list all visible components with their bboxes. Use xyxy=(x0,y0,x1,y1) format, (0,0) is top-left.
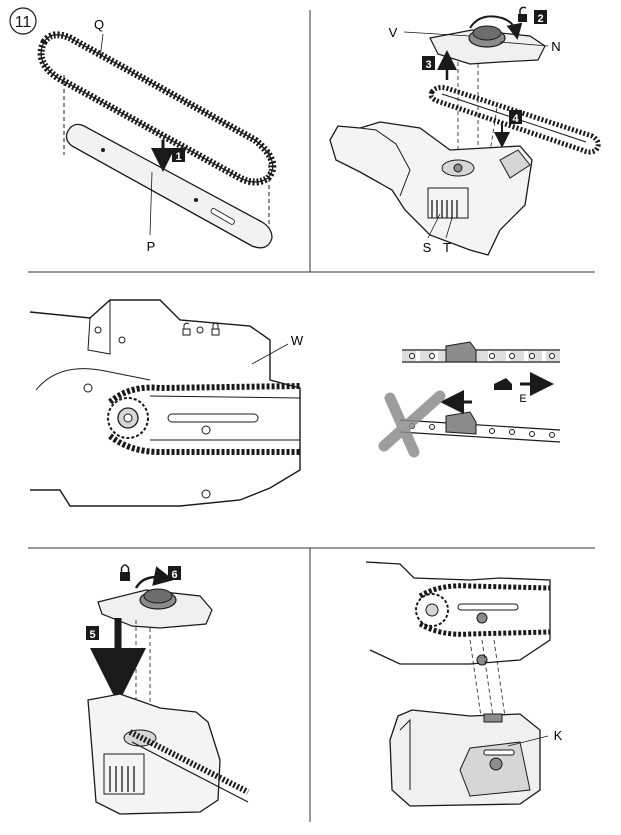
rotate-icon xyxy=(134,566,174,589)
step-badge-3 xyxy=(422,56,435,70)
step-badge-5 xyxy=(86,626,99,640)
padlock-open-icon xyxy=(518,6,527,22)
step-badge-1 xyxy=(172,148,185,162)
step-number-1: 1 xyxy=(175,151,181,163)
label-bar-p: P xyxy=(147,239,156,254)
step-number-6: 6 xyxy=(171,569,177,581)
panel-cover-removal: 2 V N 3 4 S xyxy=(329,6,601,256)
step-number-2: 2 xyxy=(537,13,543,25)
panel-dividers xyxy=(28,10,595,822)
label-knob-n: N xyxy=(551,39,560,54)
chainsaw-housing xyxy=(29,299,301,507)
saw-chain-fitted xyxy=(108,383,301,405)
saw-chain xyxy=(37,31,277,186)
label-cover-v: V xyxy=(389,25,398,40)
page-number: 11 xyxy=(15,14,32,31)
padlock-closed-icon xyxy=(120,564,130,581)
label-sprocket-s: S xyxy=(423,240,432,255)
x-mark-icon xyxy=(378,390,446,458)
saw-chain-small xyxy=(428,85,601,155)
step-badge-4 xyxy=(509,110,522,124)
padlock-open-icon xyxy=(182,322,191,336)
step-badge-6 xyxy=(168,566,181,580)
step-number-5: 5 xyxy=(89,629,95,641)
label-window-w: W xyxy=(291,333,304,348)
panel-chain-and-bar: Q P 1 xyxy=(37,17,277,254)
label-mount-t: T xyxy=(443,240,451,255)
chain-tooth-icon xyxy=(494,378,512,390)
page-number-badge: 11 xyxy=(9,7,37,35)
panel-cover-alignment: K xyxy=(365,561,563,807)
step-number-3: 3 xyxy=(425,59,431,71)
chain-detail-correct xyxy=(402,341,560,363)
step-badge-2 xyxy=(534,10,547,24)
label-groove-k: K xyxy=(554,728,563,743)
chainsaw-housing xyxy=(365,561,551,665)
step-number-4: 4 xyxy=(512,113,519,125)
label-direction-e: E xyxy=(519,393,526,405)
rotate-icon xyxy=(469,15,523,40)
padlock-closed-icon xyxy=(211,322,220,336)
label-chain-q: Q xyxy=(94,17,104,32)
chain-detail-wrong xyxy=(399,411,561,443)
panel-chain-fitting: W E xyxy=(29,299,561,507)
panel-cover-refit: 6 5 xyxy=(86,564,250,815)
